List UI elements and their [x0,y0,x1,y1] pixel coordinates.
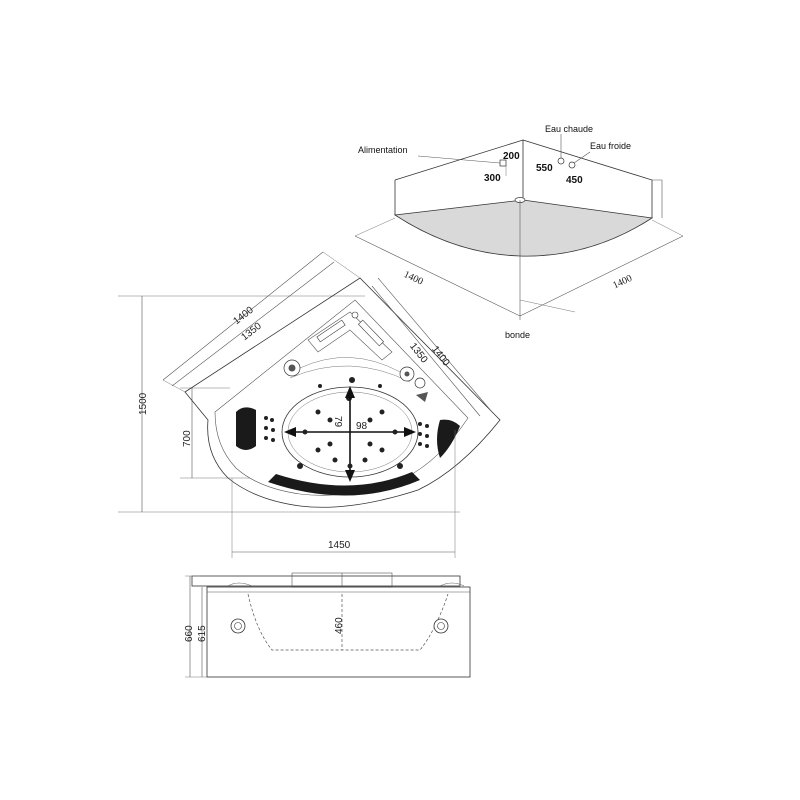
hot-water-pipe-icon [557,157,565,165]
body-height-615-label: 615 [197,625,208,642]
side-view-top-rim [191,575,461,587]
left-side-jet-icon [230,618,246,634]
left-headrest [236,407,256,450]
dim-300: 300 [484,173,501,184]
bathtub-side-view: 660 615 460 [184,572,471,678]
room-dim-line-left [354,235,521,317]
dim-550: 550 [536,163,553,174]
faucet-icon [399,366,428,402]
height-1500-label: 1500 [138,392,149,415]
dim-200: 200 [503,151,520,162]
bathtub-top-view: 1500 700 1400 1350 1400 1350 [118,251,501,558]
room-plan: 1400 1400 bonde Alimentation 200 300 Eau… [354,124,684,340]
inner-depth-460-label: 460 [334,617,345,634]
outer-right-1400-label: 1400 [429,344,452,369]
control-panel [307,311,393,361]
cold-water-pipe-icon [568,161,576,169]
room-width-left: 1400 [402,269,425,287]
back-wall-left [394,139,524,200]
side-view-apron [206,586,471,678]
total-height-660-label: 660 [184,625,195,642]
basin-width-79-label: 79 [332,416,343,428]
massage-jets [264,377,429,469]
right-side-jet-icon [433,618,449,634]
hot-water-label: Eau chaude [545,124,593,134]
room-dim-line-right [519,235,684,317]
power-label: Alimentation [358,145,408,155]
cold-water-label: Eau froide [590,141,631,151]
front-backrest-band [268,472,420,496]
drain-label: bonde [505,330,530,340]
basin-depth-700-label: 700 [182,430,193,447]
width-1450-label: 1450 [328,540,351,551]
power-leader-line [417,155,501,164]
right-headrest [437,419,460,458]
basin-length-98-label: 98 [356,421,368,432]
floor-area [393,199,654,257]
inner-tub-outline [247,593,449,651]
dim-450: 450 [566,175,583,186]
basin-width-arrow [345,386,355,482]
speaker-icon [283,359,301,377]
inner-left-1350-label: 1350 [239,320,264,343]
wall-thickness [652,179,663,218]
room-width-right: 1400 [611,273,634,291]
tub-outer-rim [184,277,501,508]
tub-inner-rim [214,299,469,496]
